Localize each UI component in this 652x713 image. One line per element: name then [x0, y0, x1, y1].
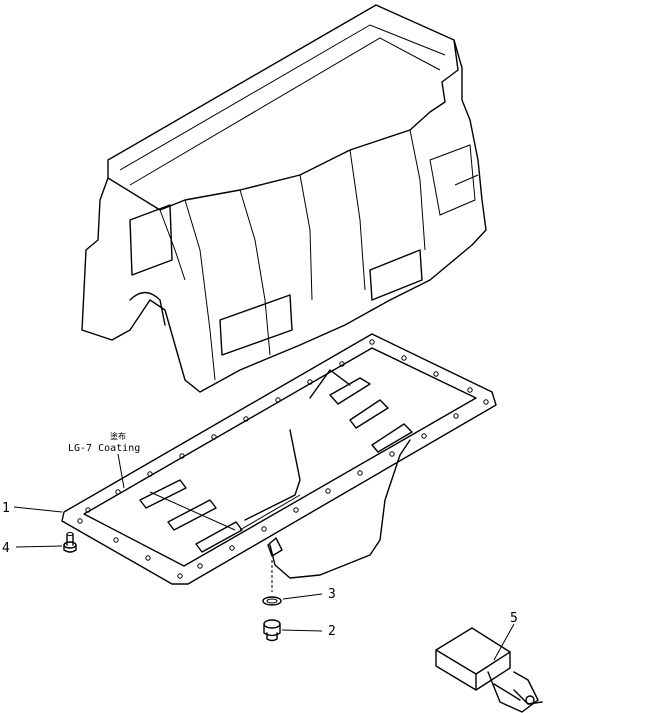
oil-pan[interactable] [61, 333, 497, 592]
drain-plug[interactable] [263, 619, 323, 642]
callout-4: 4 [2, 541, 10, 556]
callout-2: 2 [328, 624, 336, 639]
mounting-bolt[interactable] [15, 532, 77, 553]
coating-leader [117, 453, 125, 489]
flange-bolt-holes [77, 339, 489, 579]
callout-3: 3 [328, 587, 336, 602]
cylinder-block [81, 4, 487, 393]
callout-1: 1 [2, 501, 10, 516]
callout-5: 5 [510, 611, 518, 626]
oil-heater-part[interactable] [435, 623, 543, 713]
leader-1 [13, 506, 63, 513]
coating-note-label: LG-7 Coating [68, 443, 140, 454]
coating-note-jp: 塗布 [110, 431, 126, 441]
drain-gasket[interactable] [262, 593, 323, 606]
